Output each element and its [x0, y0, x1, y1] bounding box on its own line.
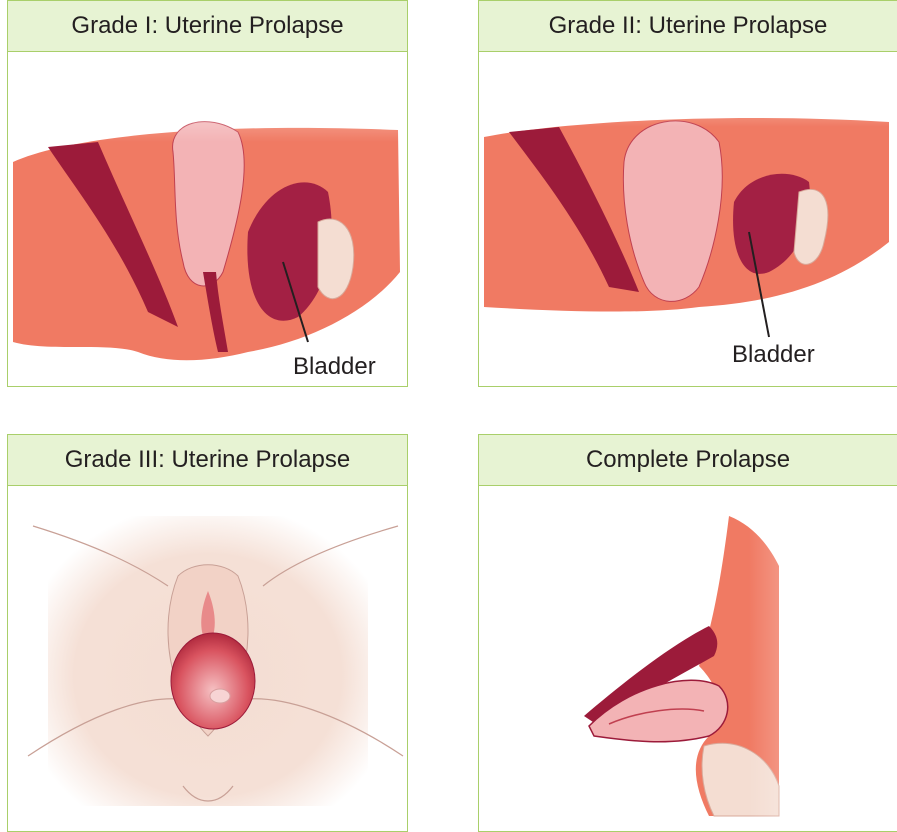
- cervix-os: [210, 689, 230, 703]
- panel-complete: Complete Prolapse: [478, 434, 897, 832]
- panel-title: Grade III: Uterine Prolapse: [8, 435, 407, 486]
- prolapsed-uterus: [171, 633, 255, 729]
- callout-label: Bladder: [293, 353, 376, 380]
- panel-grade-2: Grade II: Uterine Prolapse Bladder: [478, 0, 897, 387]
- grade-3-illustration: [8, 486, 408, 832]
- panel-title: Grade II: Uterine Prolapse: [479, 1, 897, 52]
- complete-prolapse-illustration: [479, 486, 897, 832]
- panel-grade-3: Grade III: Uterine Prolapse: [7, 434, 408, 832]
- grade-1-illustration: Bladder: [8, 52, 408, 387]
- panel-title: Grade I: Uterine Prolapse: [8, 1, 407, 52]
- callout-label: Bladder: [732, 341, 815, 368]
- grade-2-illustration: Bladder: [479, 52, 897, 387]
- panel-title: Complete Prolapse: [479, 435, 897, 486]
- panel-grade-1: Grade I: Uterine Prolapse Bladder: [7, 0, 408, 387]
